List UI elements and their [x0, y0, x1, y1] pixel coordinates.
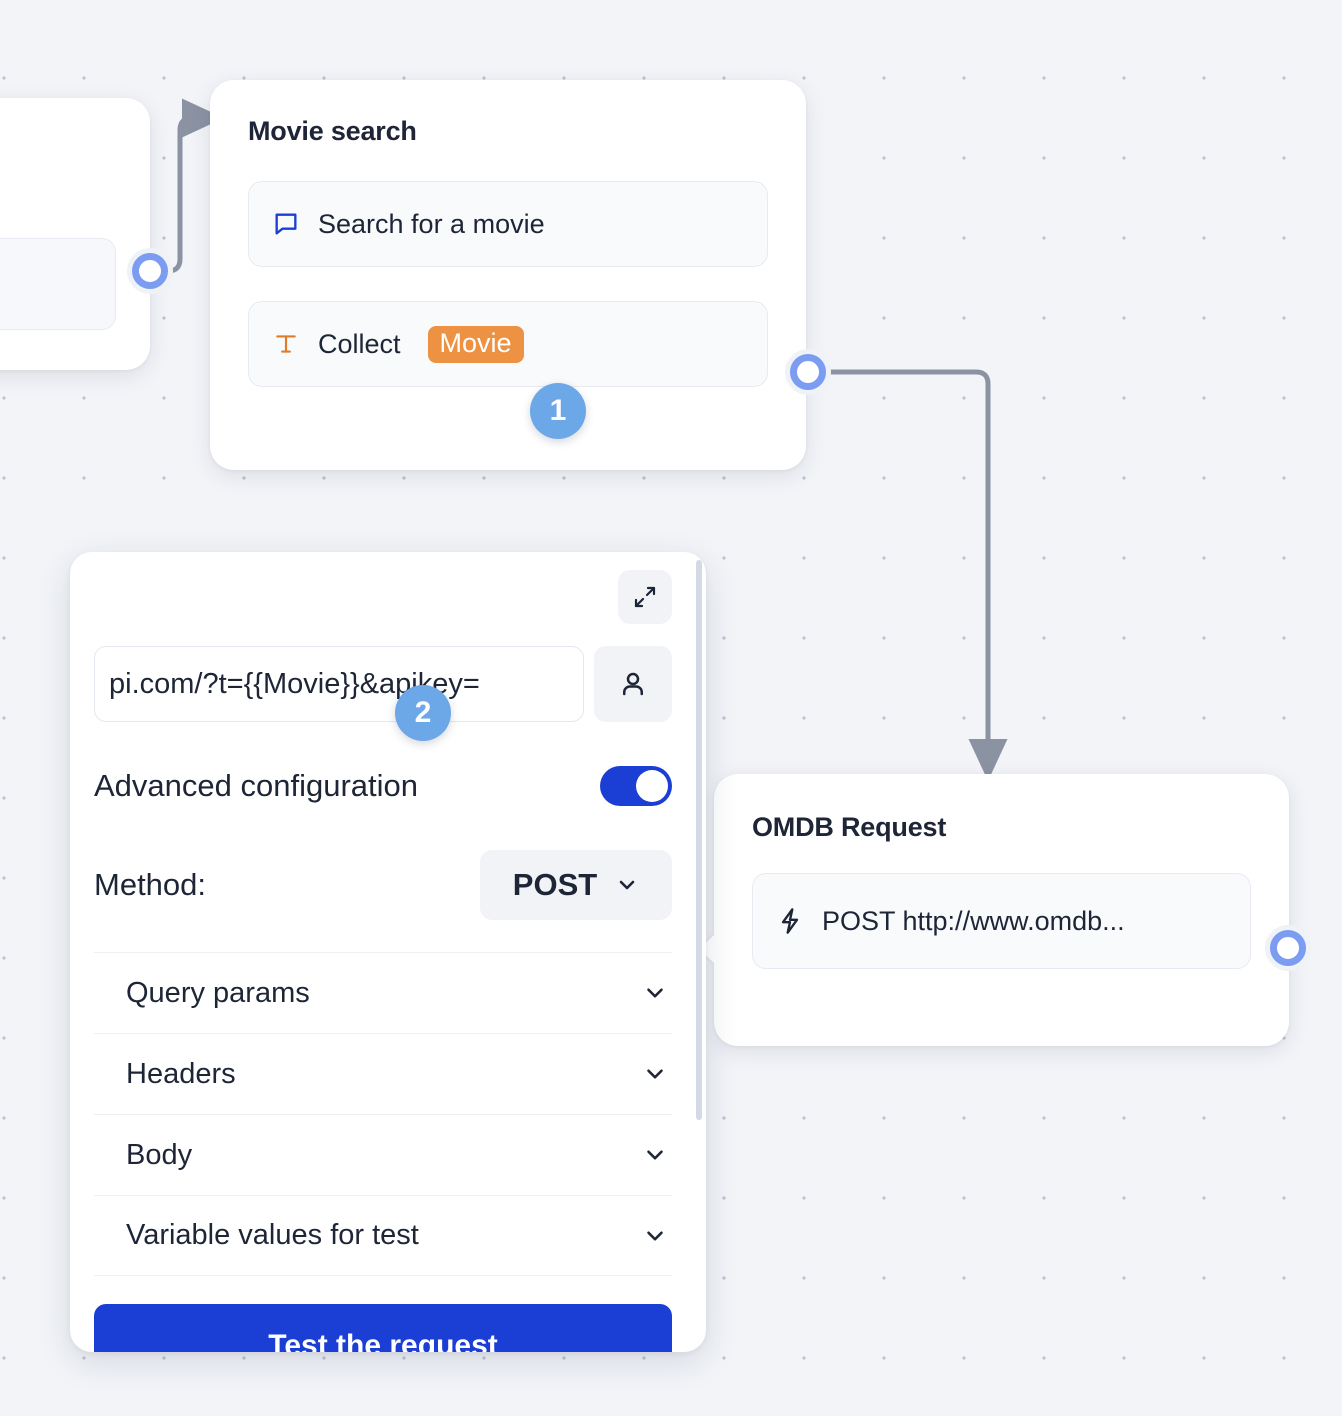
node-row-post-request[interactable]: POST http://www.omdb...: [752, 873, 1251, 969]
method-select[interactable]: POST: [480, 850, 672, 920]
advanced-configuration-label: Advanced configuration: [94, 768, 419, 803]
section-headers[interactable]: Headers: [94, 1033, 672, 1114]
section-body[interactable]: Body: [94, 1114, 672, 1195]
trigger-node[interactable]: [0, 98, 150, 370]
test-the-request-button[interactable]: Test the request: [94, 1304, 672, 1352]
method-row: Method: POST: [94, 850, 672, 920]
node-row-label: POST http://www.omdb...: [822, 905, 1125, 936]
request-configuration-panel[interactable]: Advanced configuration Method: POST Quer…: [70, 552, 706, 1352]
node-row-search-for-a-movie[interactable]: Search for a movie: [248, 181, 768, 267]
section-label: Variable values for test: [126, 1219, 419, 1251]
request-url-input[interactable]: [94, 646, 584, 722]
node-row-label: Collect: [318, 328, 401, 359]
chevron-down-icon: [647, 988, 663, 998]
speech-bubble-icon: [271, 209, 301, 239]
node-row-label: Search for a movie: [318, 208, 545, 239]
expand-diagonal-icon: [634, 586, 656, 608]
panel-scrollbar[interactable]: [696, 560, 702, 1344]
method-selected-value: POST: [512, 867, 598, 902]
configuration-sections: Query params Headers Body: [94, 952, 672, 1276]
advanced-configuration-toggle[interactable]: [600, 766, 672, 806]
chevron-down-icon: [619, 880, 635, 890]
step-badge-1: 1: [530, 383, 586, 439]
port-movie-search-output[interactable]: [785, 349, 831, 395]
section-label: Query params: [126, 976, 310, 1009]
section-label: Body: [126, 1138, 193, 1171]
section-variable-values-for-test[interactable]: Variable values for test: [94, 1195, 672, 1276]
person-icon: [623, 672, 643, 696]
advanced-configuration-row: Advanced configuration: [94, 766, 672, 806]
panel-scrollbar-thumb[interactable]: [696, 560, 702, 1120]
lightning-bolt-icon: [775, 906, 805, 936]
chevron-down-icon: [647, 1069, 663, 1079]
node-row-collect-movie[interactable]: Collect Movie: [248, 301, 768, 387]
variable-tag-movie[interactable]: Movie: [427, 325, 524, 363]
node-movie-search[interactable]: Movie search Search for a movie Collect …: [210, 80, 806, 470]
port-trigger-output[interactable]: [127, 248, 173, 294]
auth-person-button[interactable]: [594, 646, 672, 722]
node-omdb-request[interactable]: OMDB Request POST http://www.omdb...: [699, 774, 1289, 1046]
node-title-movie-search: Movie search: [248, 116, 417, 146]
section-query-params[interactable]: Query params: [94, 952, 672, 1033]
text-field-icon: [271, 329, 301, 359]
expand-icon-button[interactable]: [618, 570, 672, 624]
chevron-down-icon: [647, 1150, 663, 1160]
url-row: [94, 646, 672, 722]
step-badge-2: 2: [395, 685, 451, 741]
chevron-down-icon: [647, 1230, 663, 1241]
port-omdb-output[interactable]: [1265, 925, 1311, 971]
node-title-omdb-request: OMDB Request: [752, 812, 947, 842]
trigger-node-row[interactable]: [0, 238, 116, 330]
section-label: Headers: [126, 1057, 236, 1090]
method-label: Method:: [94, 867, 207, 902]
